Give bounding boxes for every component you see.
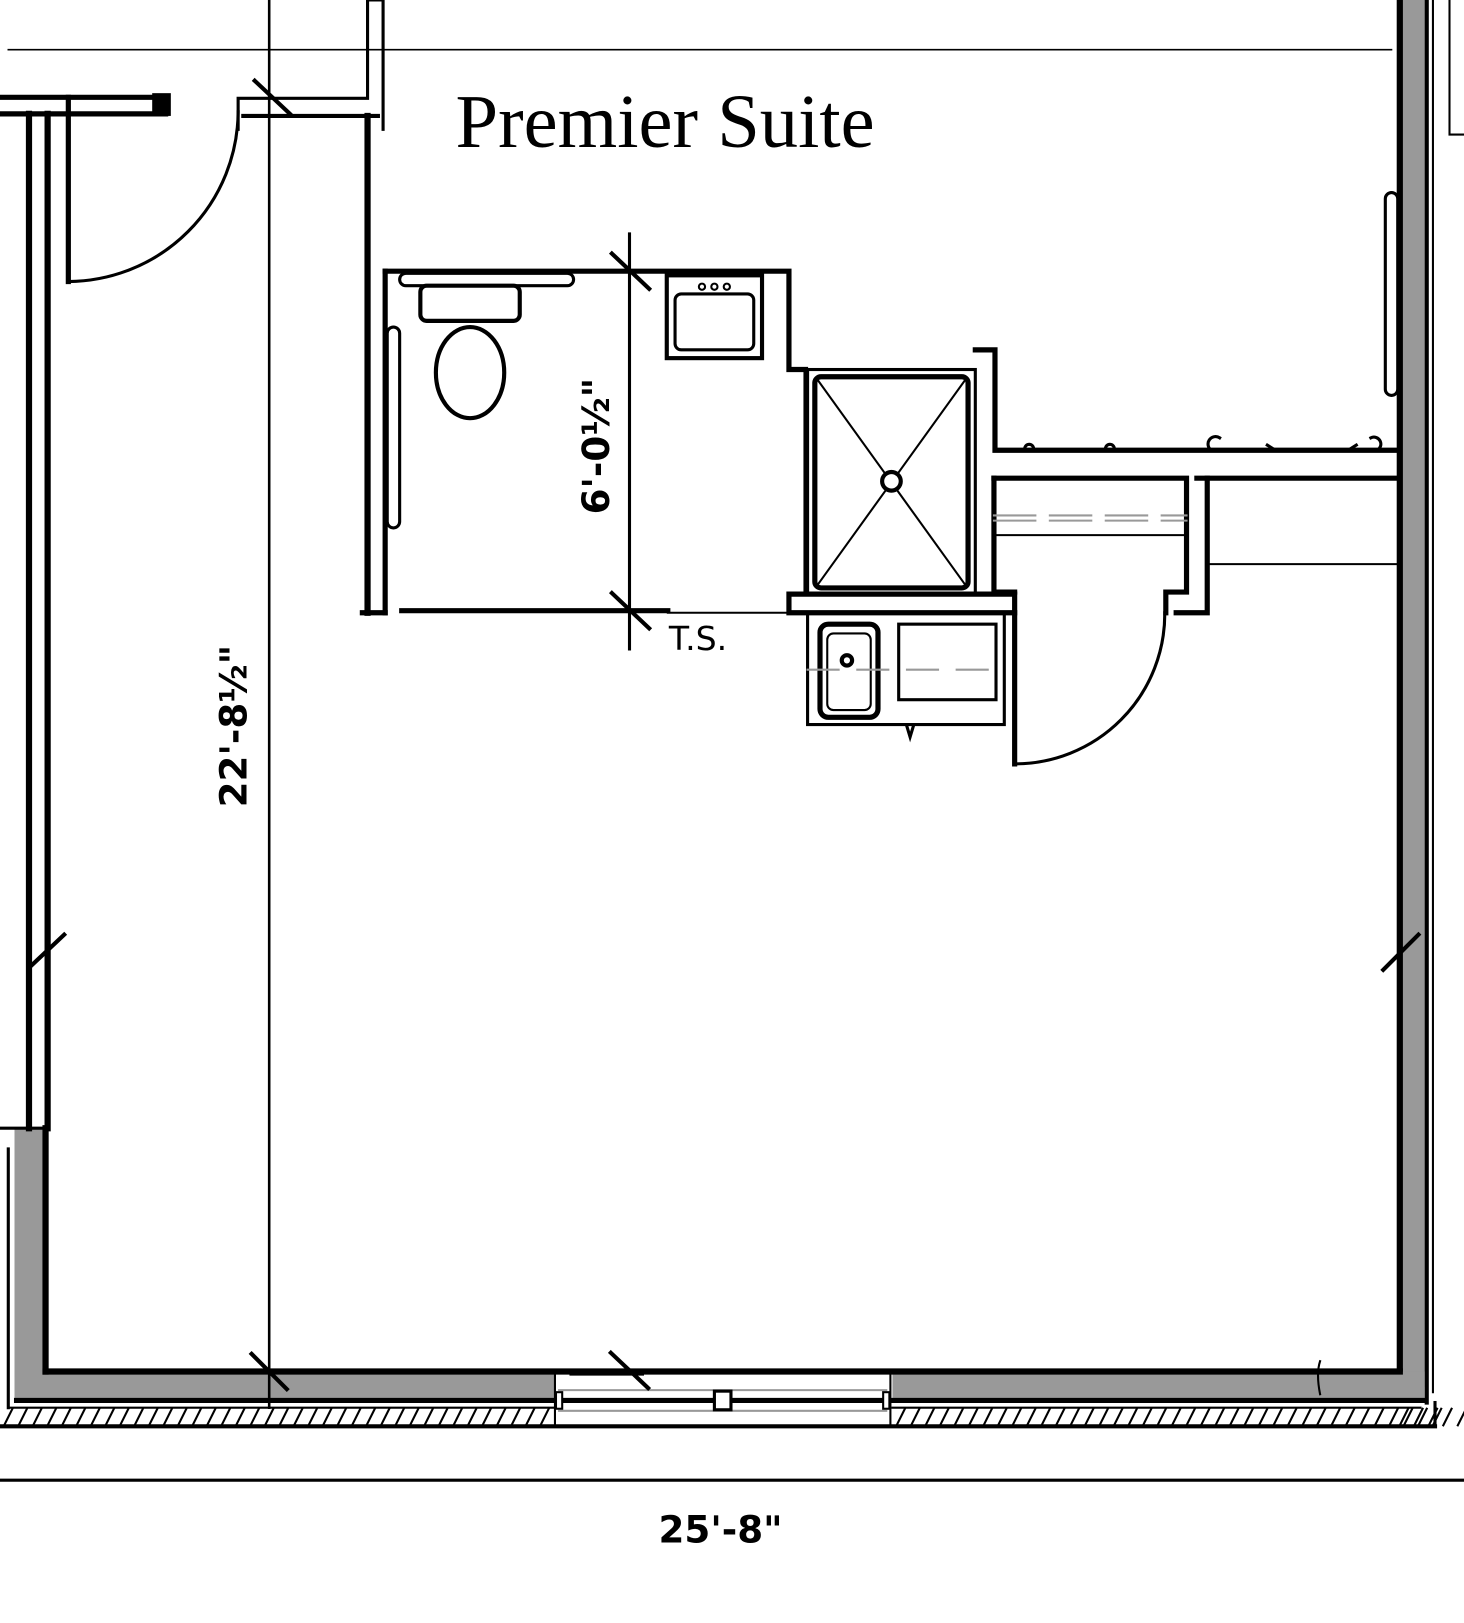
window-bottom — [553, 1370, 892, 1428]
closet — [972, 190, 1403, 767]
entry-door-swing — [66, 110, 240, 284]
lavatory-sink-icon — [664, 273, 765, 361]
closet-door-swing — [1013, 611, 1167, 766]
hatch-pattern — [2, 1407, 1464, 1427]
shower-icon — [806, 367, 977, 596]
dimension-bath-label: 6'-0½" — [574, 378, 618, 515]
dimension-ts-label: T.S. — [668, 619, 727, 658]
exterior-wall-right — [1399, 0, 1425, 1388]
dimension-width-label: 25'-8" — [658, 1507, 782, 1551]
kitchenette — [806, 611, 1006, 743]
dimension-lines — [0, 0, 1464, 1482]
dimension-height-label: 22'-8½" — [211, 645, 255, 808]
exterior-wall-bottom-right — [892, 1371, 1425, 1399]
suite-title: Premier Suite — [456, 79, 875, 164]
toilet-icon — [418, 283, 522, 421]
bathroom — [359, 268, 1018, 616]
